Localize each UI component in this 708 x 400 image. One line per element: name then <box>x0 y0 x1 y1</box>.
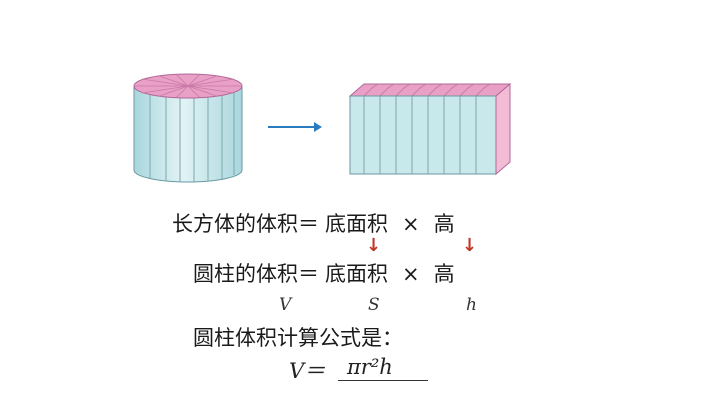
final-formula-lhs: V＝ <box>289 359 326 383</box>
height-term: 高 <box>433 262 455 286</box>
cylinder-illustration <box>133 73 243 183</box>
final-formula-rhs: πr²h <box>347 355 393 379</box>
answer-underline <box>338 380 428 381</box>
base-area-term: 底面积 <box>325 212 388 236</box>
down-arrow-icon: ↓ <box>462 235 478 256</box>
cylinder-volume-formula: 圆柱的体积＝底面积 × 高 <box>193 264 455 285</box>
prism-illustration <box>348 82 512 176</box>
down-arrow-icon: ↓ <box>366 235 382 256</box>
cylinder-volume-label: 圆柱的体积＝ <box>193 262 319 286</box>
cuboid-volume-formula: 长方体的体积＝底面积 × 高 <box>172 214 455 235</box>
times-operator: × <box>402 212 420 236</box>
formula-heading: 圆柱体积计算公式是： <box>193 326 403 350</box>
height-term: 高 <box>433 212 455 236</box>
symbol-h: h <box>466 295 477 315</box>
times-operator: × <box>402 262 420 286</box>
cuboid-volume-label: 长方体的体积＝ <box>172 212 319 236</box>
symbol-s: S <box>368 295 380 315</box>
right-arrow-icon <box>268 122 322 132</box>
symbol-v: V <box>279 295 292 315</box>
base-area-term: 底面积 <box>325 262 388 286</box>
